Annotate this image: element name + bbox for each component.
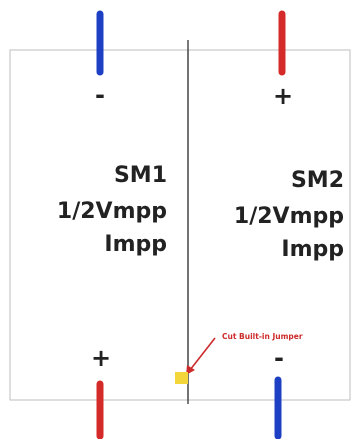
- jumper-marker: [175, 372, 188, 384]
- sm2-current-label: Impp: [281, 237, 344, 262]
- sm1-current-label: Impp: [104, 232, 167, 257]
- sm1-bottom-terminal-sign: +: [91, 344, 111, 372]
- sm2-voltage-label: 1/2Vmpp: [234, 204, 344, 229]
- jumper-arrow-shaft: [189, 337, 216, 371]
- sm2-name-label: SM2: [291, 168, 344, 193]
- sm2-bottom-terminal-sign: -: [274, 344, 284, 372]
- jumper-arrow-head: [186, 365, 195, 375]
- sm1-voltage-label: 1/2Vmpp: [57, 199, 167, 224]
- sm1-top-terminal-sign: -: [95, 81, 105, 109]
- sm1-name-label: SM1: [114, 163, 167, 188]
- jumper-note-label: Cut Built-in Jumper: [222, 332, 303, 341]
- sm2-top-terminal-sign: +: [273, 82, 293, 110]
